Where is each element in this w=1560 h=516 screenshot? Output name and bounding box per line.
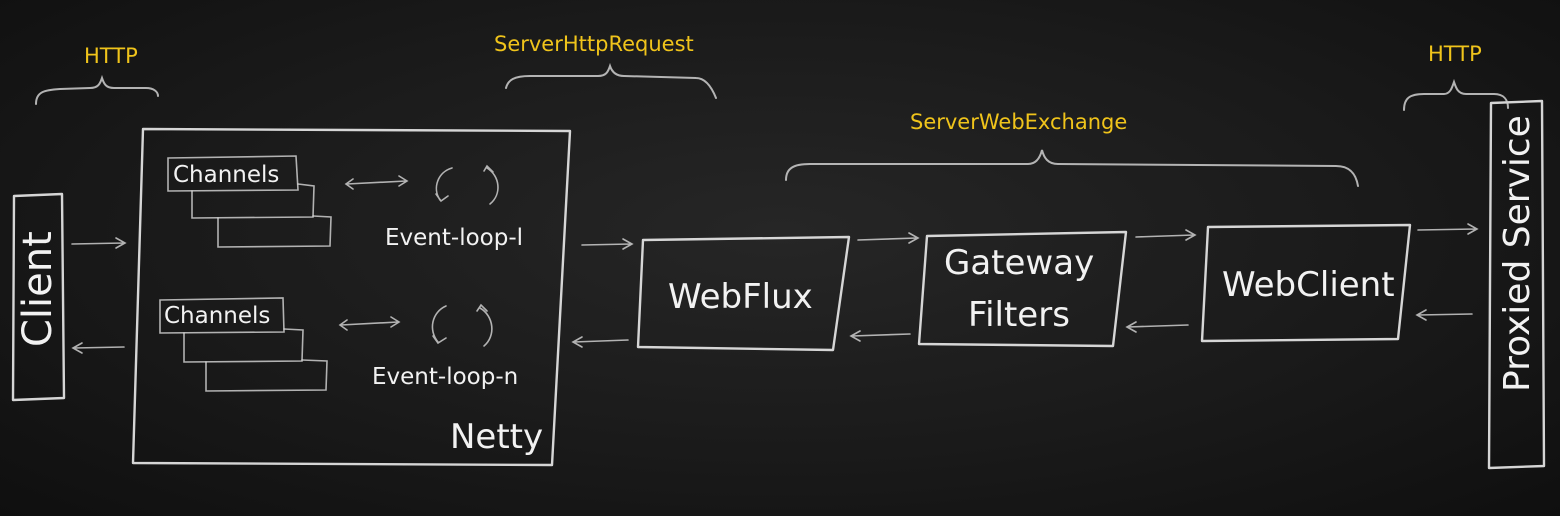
channels-stack-1a xyxy=(167,155,299,192)
webflux-label: WebFlux xyxy=(668,277,813,317)
webclient-label: WebClient xyxy=(1222,265,1395,305)
http-left-label: HTTP xyxy=(84,44,138,68)
client-box xyxy=(11,192,66,402)
channels-label-2: Channels xyxy=(164,303,271,329)
event-loop-1-arrows xyxy=(435,164,499,205)
arrow-channels-loop-n xyxy=(338,316,401,331)
server-web-exchange-label: ServerWebExchange xyxy=(910,110,1128,134)
arrow-netty-to-client xyxy=(71,342,125,354)
arrow-client-to-netty xyxy=(71,237,127,249)
arrow-netty-to-webflux xyxy=(581,238,634,250)
arrow-webclient-to-proxied xyxy=(1417,223,1479,235)
event-loop-1-label: Event-loop-l xyxy=(385,225,524,251)
event-loop-n-arrows xyxy=(431,303,493,347)
webclient-box xyxy=(1200,223,1412,343)
arrow-proxied-to-webclient xyxy=(1415,309,1473,321)
brace-server-web-exchange xyxy=(785,149,1359,187)
brace-http-left xyxy=(35,74,159,105)
gateway-box xyxy=(917,230,1128,348)
channels-label-1: Channels xyxy=(173,162,280,188)
channels-stack-2c xyxy=(205,359,328,392)
channels-stack-2a xyxy=(159,297,285,334)
gateway-label-line1: Gateway xyxy=(944,243,1095,283)
event-loop-n-label: Event-loop-n xyxy=(372,364,519,390)
arrow-gateway-to-webclient xyxy=(1135,229,1197,241)
brace-server-http-request xyxy=(505,62,717,99)
arrow-webflux-to-netty xyxy=(571,336,629,348)
client-label: Client xyxy=(15,231,61,347)
arrow-gateway-to-webflux xyxy=(849,330,911,342)
webflux-box xyxy=(636,235,851,352)
netty-label: Netty xyxy=(450,417,544,457)
brace-http-right xyxy=(1403,78,1509,111)
channels-stack-1b xyxy=(191,183,315,219)
proxied-service-label: Proxied Service xyxy=(1497,115,1538,392)
channels-stack-1c xyxy=(217,215,332,248)
arrow-webclient-to-gateway xyxy=(1125,321,1189,333)
http-right-label: HTTP xyxy=(1428,42,1482,66)
proxied-service-box xyxy=(1487,99,1546,470)
server-http-request-label: ServerHttpRequest xyxy=(494,32,694,56)
arrow-channels-loop-1 xyxy=(344,175,409,190)
gateway-label-line2: Filters xyxy=(968,295,1070,335)
netty-box xyxy=(131,127,572,467)
channels-stack-2b xyxy=(183,328,304,363)
arrow-webflux-to-gateway xyxy=(857,232,920,244)
